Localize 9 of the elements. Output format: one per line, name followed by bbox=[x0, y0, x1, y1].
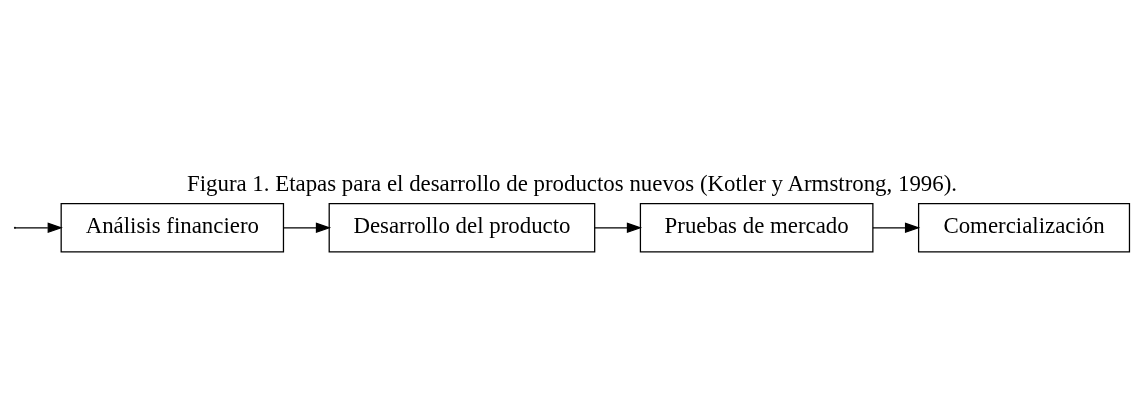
arrow bbox=[283, 221, 332, 233]
node-box: Comercialización bbox=[917, 202, 1131, 253]
node-box: Pruebas de mercado bbox=[639, 202, 874, 253]
node-box: Análisis financiero bbox=[60, 202, 285, 253]
node-box: Desarrollo del producto bbox=[328, 202, 596, 253]
arrow bbox=[14, 221, 63, 233]
caption: Figura 1. Etapas para el desarrollo de productos nuevos (Kotler y Armstrong, 1996). bbox=[186, 170, 958, 196]
arrow bbox=[872, 221, 921, 233]
arrow bbox=[594, 221, 643, 233]
